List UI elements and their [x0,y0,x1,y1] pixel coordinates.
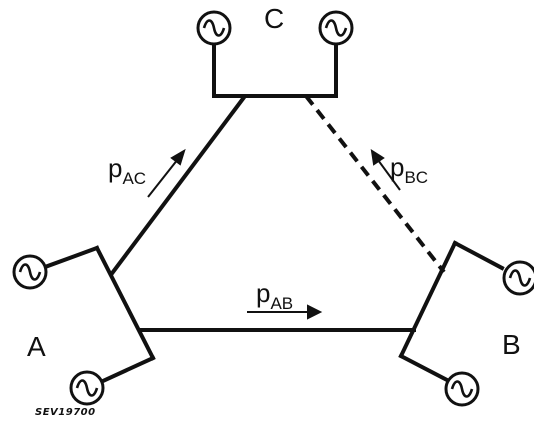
link-ac [108,94,247,278]
flow-label-bc-main: p [390,152,405,182]
flow-label-bc: pBC [390,154,428,186]
generator-c-right-icon [318,10,354,46]
generator-c-left-icon [196,10,232,46]
reference-stamp: SEV19700 [35,407,96,418]
generator-a-top-icon [12,254,48,290]
flow-label-ac-main: p [108,153,123,183]
generator-b-top-icon [502,260,534,296]
busbar-a [42,245,156,384]
arrow-bc-icon [370,148,401,191]
node-label-b: B [502,329,521,360]
node-label-a: A [27,331,46,362]
busbar-c [212,43,338,98]
flow-label-ac-sub: AC [122,169,147,188]
generator-b-bottom-icon [444,371,480,407]
arrow-ac-icon [147,148,186,198]
flow-label-ab-main: p [256,278,271,308]
flow-label-ac: pAC [108,155,146,187]
busbar-b [398,240,505,383]
arrow-ab-icon [247,304,323,320]
flow-label-bc-sub: BC [404,168,429,187]
link-bc [304,94,446,274]
generator-a-bottom-icon [69,370,105,406]
flow-label-ab: pAB [256,280,293,312]
flow-label-ab-sub: AB [270,294,294,313]
node-label-c: C [264,3,285,34]
